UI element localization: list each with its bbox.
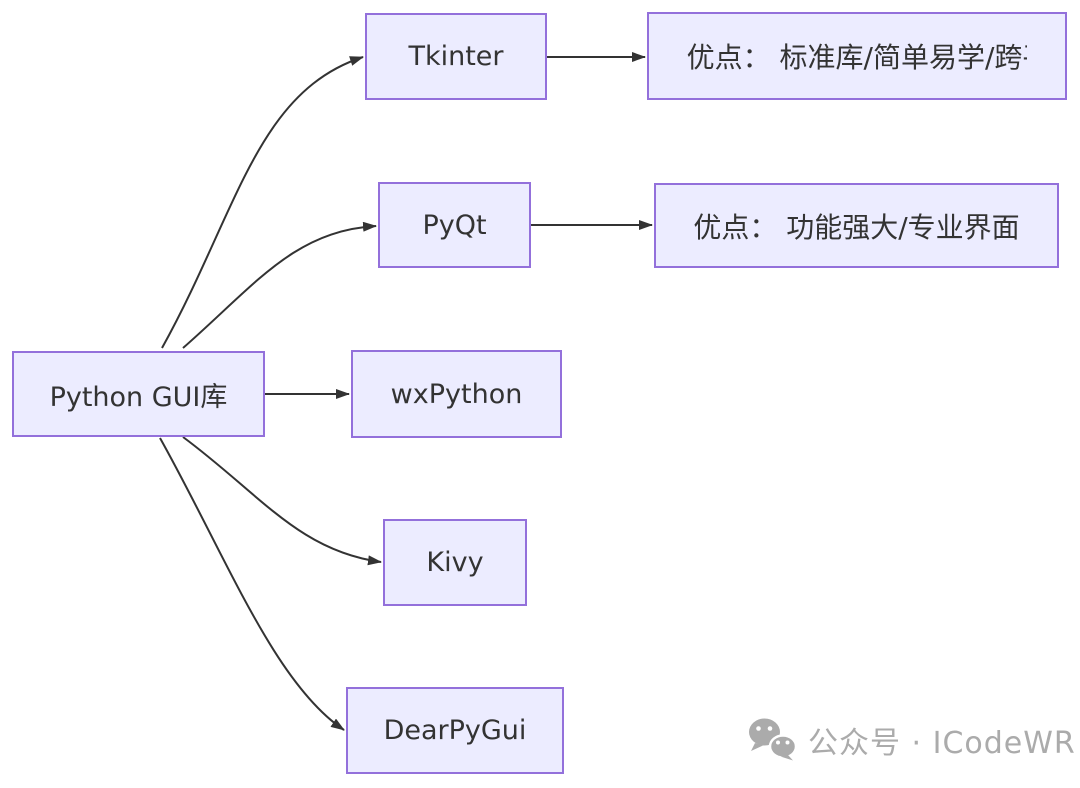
node-tkinter-benefits: 优点： 标准库/简单易学/跨平 <box>647 12 1067 100</box>
node-label: wxPython <box>390 378 523 410</box>
edge-root-kivy <box>182 436 382 566</box>
node-label: Python GUI库 <box>49 381 228 413</box>
clipped-character: 平 <box>1022 36 1027 76</box>
node-pyqt-benefits: 优点： 功能强大/专业界面 <box>654 183 1059 268</box>
node-label: 优点： 标准库/简单易学/跨 <box>686 41 1023 74</box>
node-dearpygui: DearPyGui <box>346 687 564 774</box>
node-label: PyQt <box>422 209 487 241</box>
edge-root-dearpygui <box>159 437 345 731</box>
node-wxpython: wxPython <box>351 350 562 438</box>
edge-root-pyqt <box>182 221 377 349</box>
node-python-gui-root: Python GUI库 <box>12 351 265 437</box>
node-tkinter: Tkinter <box>365 13 547 100</box>
node-label: DearPyGui <box>383 715 527 746</box>
wechat-icon <box>749 718 798 761</box>
node-pyqt: PyQt <box>378 182 531 268</box>
node-kivy: Kivy <box>383 519 527 606</box>
node-label: 优点： 功能强大/专业界面 <box>693 210 1020 244</box>
watermark-label: 公众号 · ICodeWR <box>808 726 1076 761</box>
node-label: Kivy <box>426 547 484 578</box>
watermark: 公众号 · ICodeWR <box>748 718 1076 762</box>
edge-root-tkinter <box>161 56 364 349</box>
node-label: Tkinter <box>408 41 504 72</box>
